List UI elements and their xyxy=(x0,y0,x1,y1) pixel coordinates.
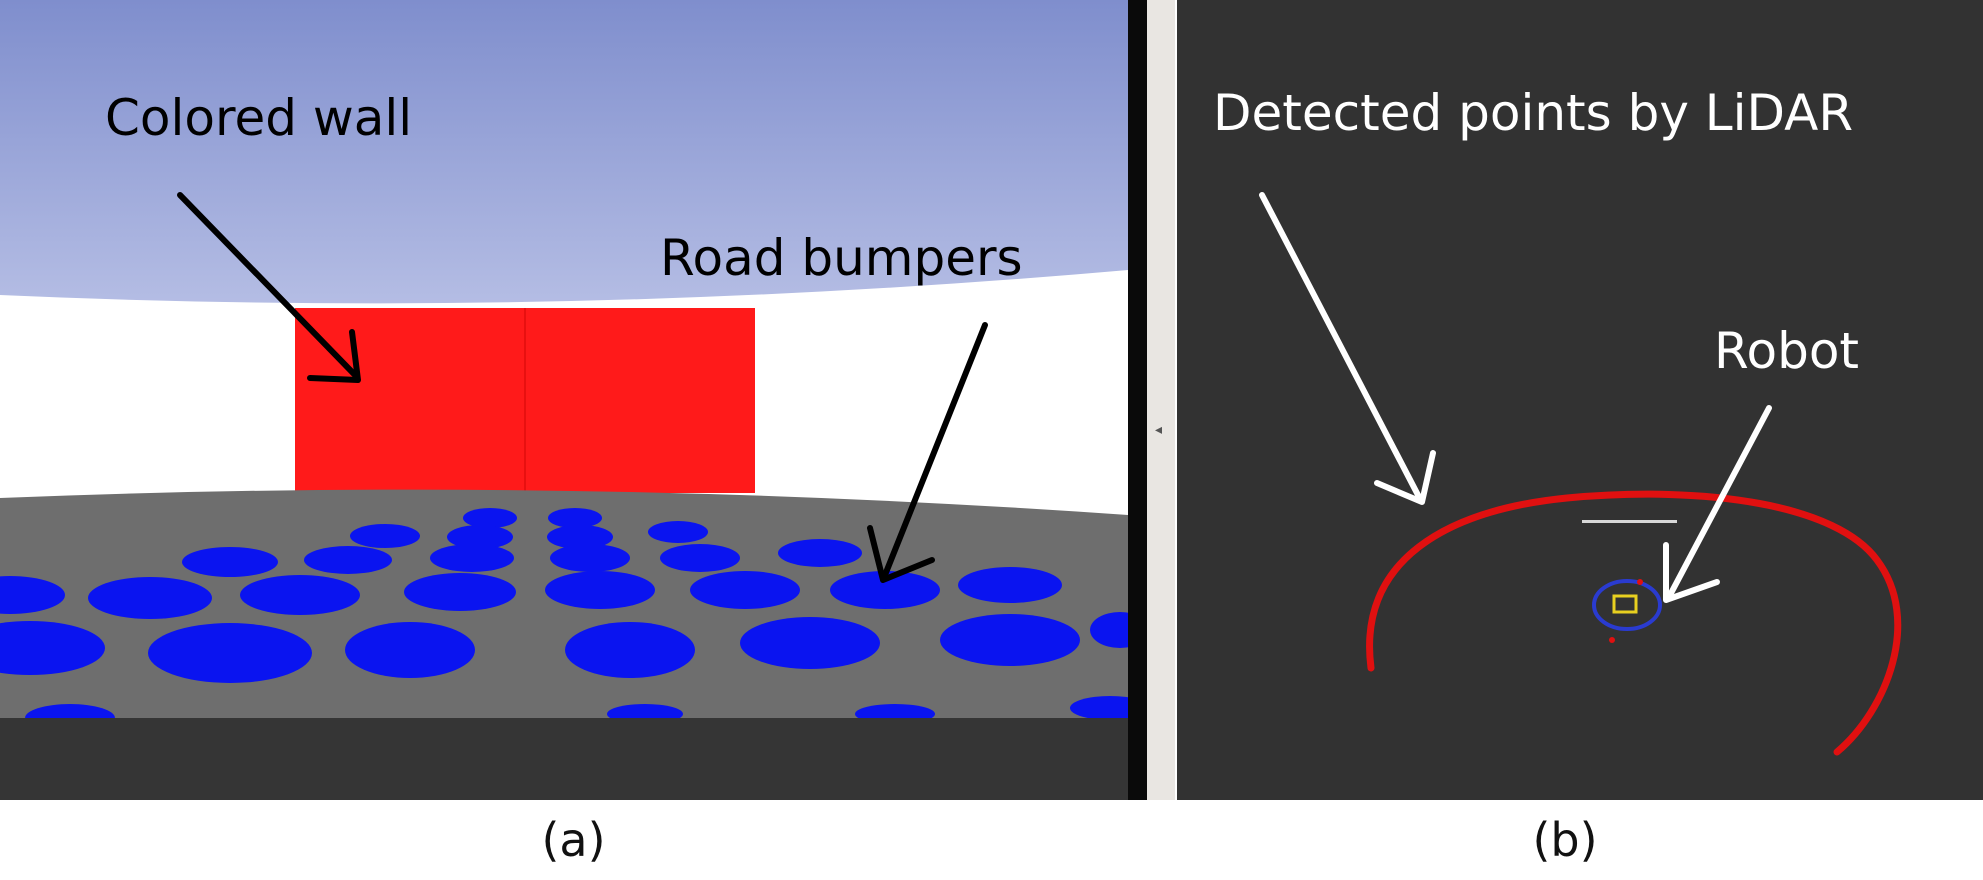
road-bumper xyxy=(660,544,740,572)
robot-ring-icon xyxy=(1592,579,1662,631)
caption-b: (b) xyxy=(1532,813,1598,867)
robot-arrow-shaft xyxy=(1666,405,1772,600)
bumper-arrow-head xyxy=(867,525,935,583)
points-arrow-head xyxy=(1374,450,1436,505)
road-bumpers-label: Road bumpers xyxy=(660,229,1023,287)
wall-arrow-head xyxy=(307,329,361,383)
bumper-arrow-shaft xyxy=(882,322,988,578)
road-bumper xyxy=(547,525,613,549)
panel-side-strip xyxy=(1147,0,1175,800)
road-bumper xyxy=(240,575,360,615)
road-bumper xyxy=(88,577,212,619)
road-bumper xyxy=(940,614,1080,666)
road-bumper xyxy=(565,622,695,678)
sky xyxy=(0,0,1147,330)
robot-label: Robot xyxy=(1714,322,1859,380)
road-bumper xyxy=(545,571,655,609)
road-bumper xyxy=(1070,696,1147,720)
road-bumper xyxy=(778,539,862,567)
simulation-scene: Colored wall Road bumpers xyxy=(0,0,1147,800)
road-bumper xyxy=(345,622,475,678)
robot-marker-dot xyxy=(1609,637,1615,643)
road-bumper xyxy=(550,544,630,572)
road-bumper xyxy=(148,623,312,683)
robot-body-icon xyxy=(1612,594,1638,614)
road-bumper xyxy=(548,508,602,528)
road-bumper xyxy=(958,567,1062,603)
road-bumper xyxy=(0,576,65,614)
road-bumper xyxy=(740,617,880,669)
lower-strip xyxy=(0,718,1128,800)
robot-marker-dot xyxy=(1637,579,1643,585)
road-bumper xyxy=(830,571,940,609)
road-bumper xyxy=(0,621,105,675)
simulation-view-panel: Colored wall Road bumpers xyxy=(0,0,1147,800)
road-bumper xyxy=(648,521,708,543)
road-bumper xyxy=(447,525,513,549)
robot-arrow-head xyxy=(1663,542,1720,603)
panel-divider xyxy=(1128,0,1147,800)
road-bumper xyxy=(690,571,800,609)
road-bumper xyxy=(404,573,516,611)
road-bumper xyxy=(430,544,514,572)
wall-arrow-shaft xyxy=(177,192,358,378)
caption-a: (a) xyxy=(541,813,606,867)
road-bumper xyxy=(463,508,517,528)
collapse-handle-icon[interactable]: ◂ xyxy=(1155,422,1162,438)
points-arrow-shaft xyxy=(1259,192,1422,500)
colored-wall-label: Colored wall xyxy=(105,89,412,147)
lidar-view-panel: ◂ Detected points by LiDAR Robot xyxy=(1147,0,1983,800)
road-bumper xyxy=(350,524,420,548)
detected-points-label: Detected points by LiDAR xyxy=(1213,84,1853,142)
lidar-background xyxy=(1177,0,1983,800)
lidar-scene: ◂ Detected points by LiDAR Robot xyxy=(1147,0,1983,800)
robot-marker xyxy=(1592,579,1662,643)
road-bumper xyxy=(304,546,392,574)
road-bumper xyxy=(182,547,278,577)
lidar-scan-points xyxy=(1366,490,1902,756)
robot-info-text xyxy=(1582,520,1677,523)
